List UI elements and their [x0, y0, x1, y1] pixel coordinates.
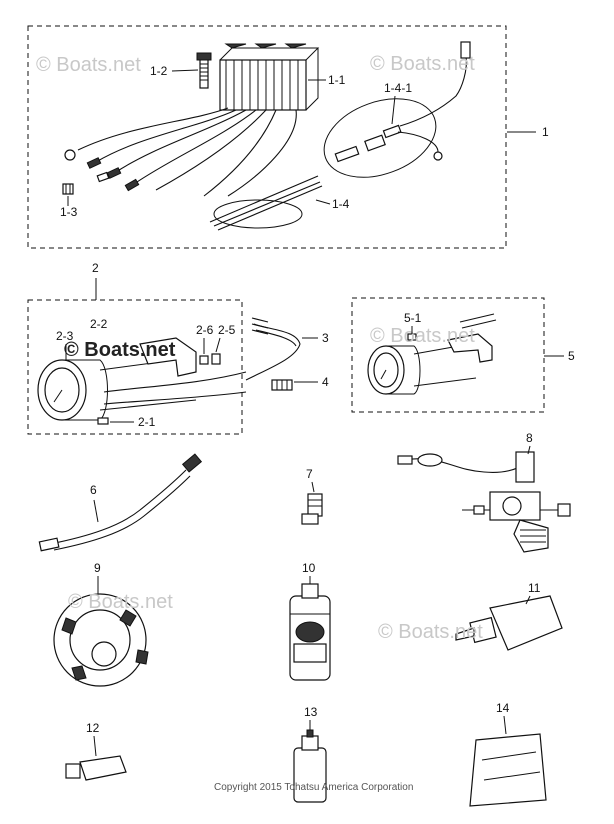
tachometer-gauge-part-2-3[interactable]: [37, 357, 197, 421]
callout-9: 9: [94, 561, 101, 575]
callout-2-6: 2-6: [196, 323, 214, 337]
callout-2-5: 2-5: [218, 323, 236, 337]
wire-part-1-4[interactable]: [209, 175, 323, 231]
callout-1-2: 1-2: [150, 64, 168, 78]
callout-4: 4: [322, 375, 329, 389]
nuts-part-2-5-2-6[interactable]: [199, 353, 221, 365]
watermark-2: © Boats.net: [370, 53, 475, 75]
detail-ellipse-1-4-1: [323, 41, 471, 178]
wire-harness-part-1: [64, 107, 297, 197]
callout-5-1: 5-1: [404, 311, 422, 325]
bolt-part-1-2[interactable]: [196, 52, 212, 89]
callout-3: 3: [322, 331, 329, 345]
callout-8: 8: [526, 431, 533, 445]
clip-part-2-1[interactable]: [97, 417, 109, 425]
callout-6: 6: [90, 483, 97, 497]
rotor-part-9[interactable]: [53, 593, 149, 687]
callout-2-3: 2-3: [56, 329, 74, 343]
callout-14: 14: [496, 701, 510, 715]
harness-2-wires: [103, 371, 247, 405]
callout-1-4-1: 1-4-1: [384, 81, 412, 95]
regulator-part-1-1[interactable]: [219, 43, 320, 111]
watermark-4: © Boats.net: [370, 325, 475, 347]
wire-harness-part-3[interactable]: [245, 317, 301, 381]
bag-part-14[interactable]: [469, 733, 547, 807]
remote-switch-part-8[interactable]: [397, 451, 571, 553]
nut-part-1-3[interactable]: [62, 183, 74, 195]
callout-7: 7: [306, 467, 313, 481]
callout-12: 12: [86, 721, 100, 735]
spray-can-part-13[interactable]: [293, 729, 327, 803]
oil-bottle-part-10[interactable]: [289, 583, 331, 681]
small-tube-part-12[interactable]: [65, 755, 127, 781]
connector-part-4[interactable]: [271, 379, 293, 391]
watermark-6: © Boats.net: [378, 621, 483, 643]
bracket-part-2-2[interactable]: [139, 337, 197, 377]
callout-11: 11: [528, 581, 541, 595]
extension-wire-part-6[interactable]: [38, 453, 203, 552]
watermark-5: © Boats.net: [68, 591, 173, 613]
copyright-text: Copyright 2015 Tohatsu America Corporati…: [214, 782, 413, 793]
callout-1: 1: [542, 125, 549, 139]
callout-1-4: 1-4: [332, 197, 350, 211]
grease-tube-part-11[interactable]: [455, 595, 563, 651]
callout-2: 2: [92, 261, 99, 275]
callout-2-1: 2-1: [138, 415, 156, 429]
group-1-dashed-box: [27, 25, 507, 249]
callout-1-1: 1-1: [328, 73, 346, 87]
callout-5: 5: [568, 349, 575, 363]
group-2-dashed-box: [27, 299, 243, 435]
callout-1-3: 1-3: [60, 205, 78, 219]
fitting-part-7[interactable]: [301, 493, 323, 525]
watermark-1: © Boats.net: [36, 54, 141, 76]
callout-2-2: 2-2: [90, 317, 108, 331]
callout-10: 10: [302, 561, 316, 575]
trim-meter-gauge-part-5[interactable]: [367, 313, 497, 395]
watermark-3: © Boats.net: [64, 339, 176, 361]
callout-13: 13: [304, 705, 318, 719]
